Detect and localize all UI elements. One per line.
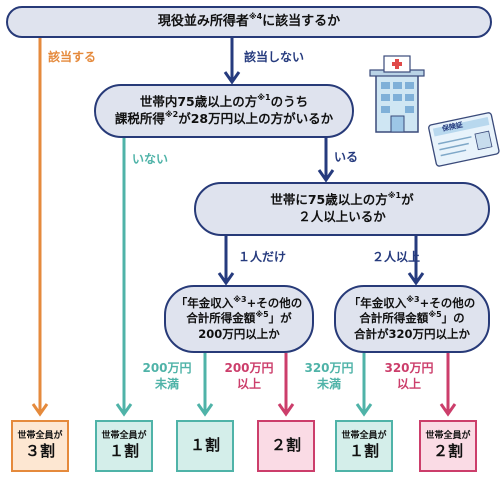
question-income-200: 「年金収入※3+その他の 合計所得金額※5」が 200万円以上か	[164, 285, 314, 353]
branch-label-q2-yes: いる	[334, 150, 359, 164]
question-two-or-more-seniors: 世帯に75歳以上の方※1が ２人以上いるか	[194, 182, 490, 236]
question-current-income: 現役並み所得者※4に該当するか	[6, 6, 492, 38]
branch-label-q2-no: いない	[132, 152, 169, 166]
question-income-320: 「年金収入※3+その他の 合計所得金額※5」の 合計が320万円以上か	[334, 285, 490, 353]
result-box: 世帯全員が １割	[95, 420, 153, 472]
insurance-card-icon	[428, 112, 500, 167]
result-box: １割	[176, 420, 234, 472]
branch-label-q3-one: １人だけ	[238, 250, 287, 264]
branch-label-q4-over: 200万円以上	[224, 361, 274, 392]
result-box: 世帯全員が ２割	[419, 420, 477, 472]
branch-label-q5-under: 320万円未満	[304, 361, 354, 392]
result-box: 世帯全員が １割	[335, 420, 393, 472]
branch-label-q5-over: 320万円以上	[384, 361, 434, 392]
branch-label-q3-two: ２人以上	[372, 250, 421, 264]
branch-label-q1-no: 該当しない	[244, 50, 305, 64]
hospital-icon	[369, 55, 425, 133]
result-box: ２割	[257, 420, 315, 472]
result-box: 世帯全員が ３割	[11, 420, 69, 472]
question-taxable-income: 世帯内75歳以上の方※1のうち 課税所得※2が28万円以上の方がいるか	[94, 84, 354, 138]
branch-label-q4-under: 200万円未満	[142, 361, 192, 392]
branch-label-q1-yes: 該当する	[48, 50, 97, 64]
